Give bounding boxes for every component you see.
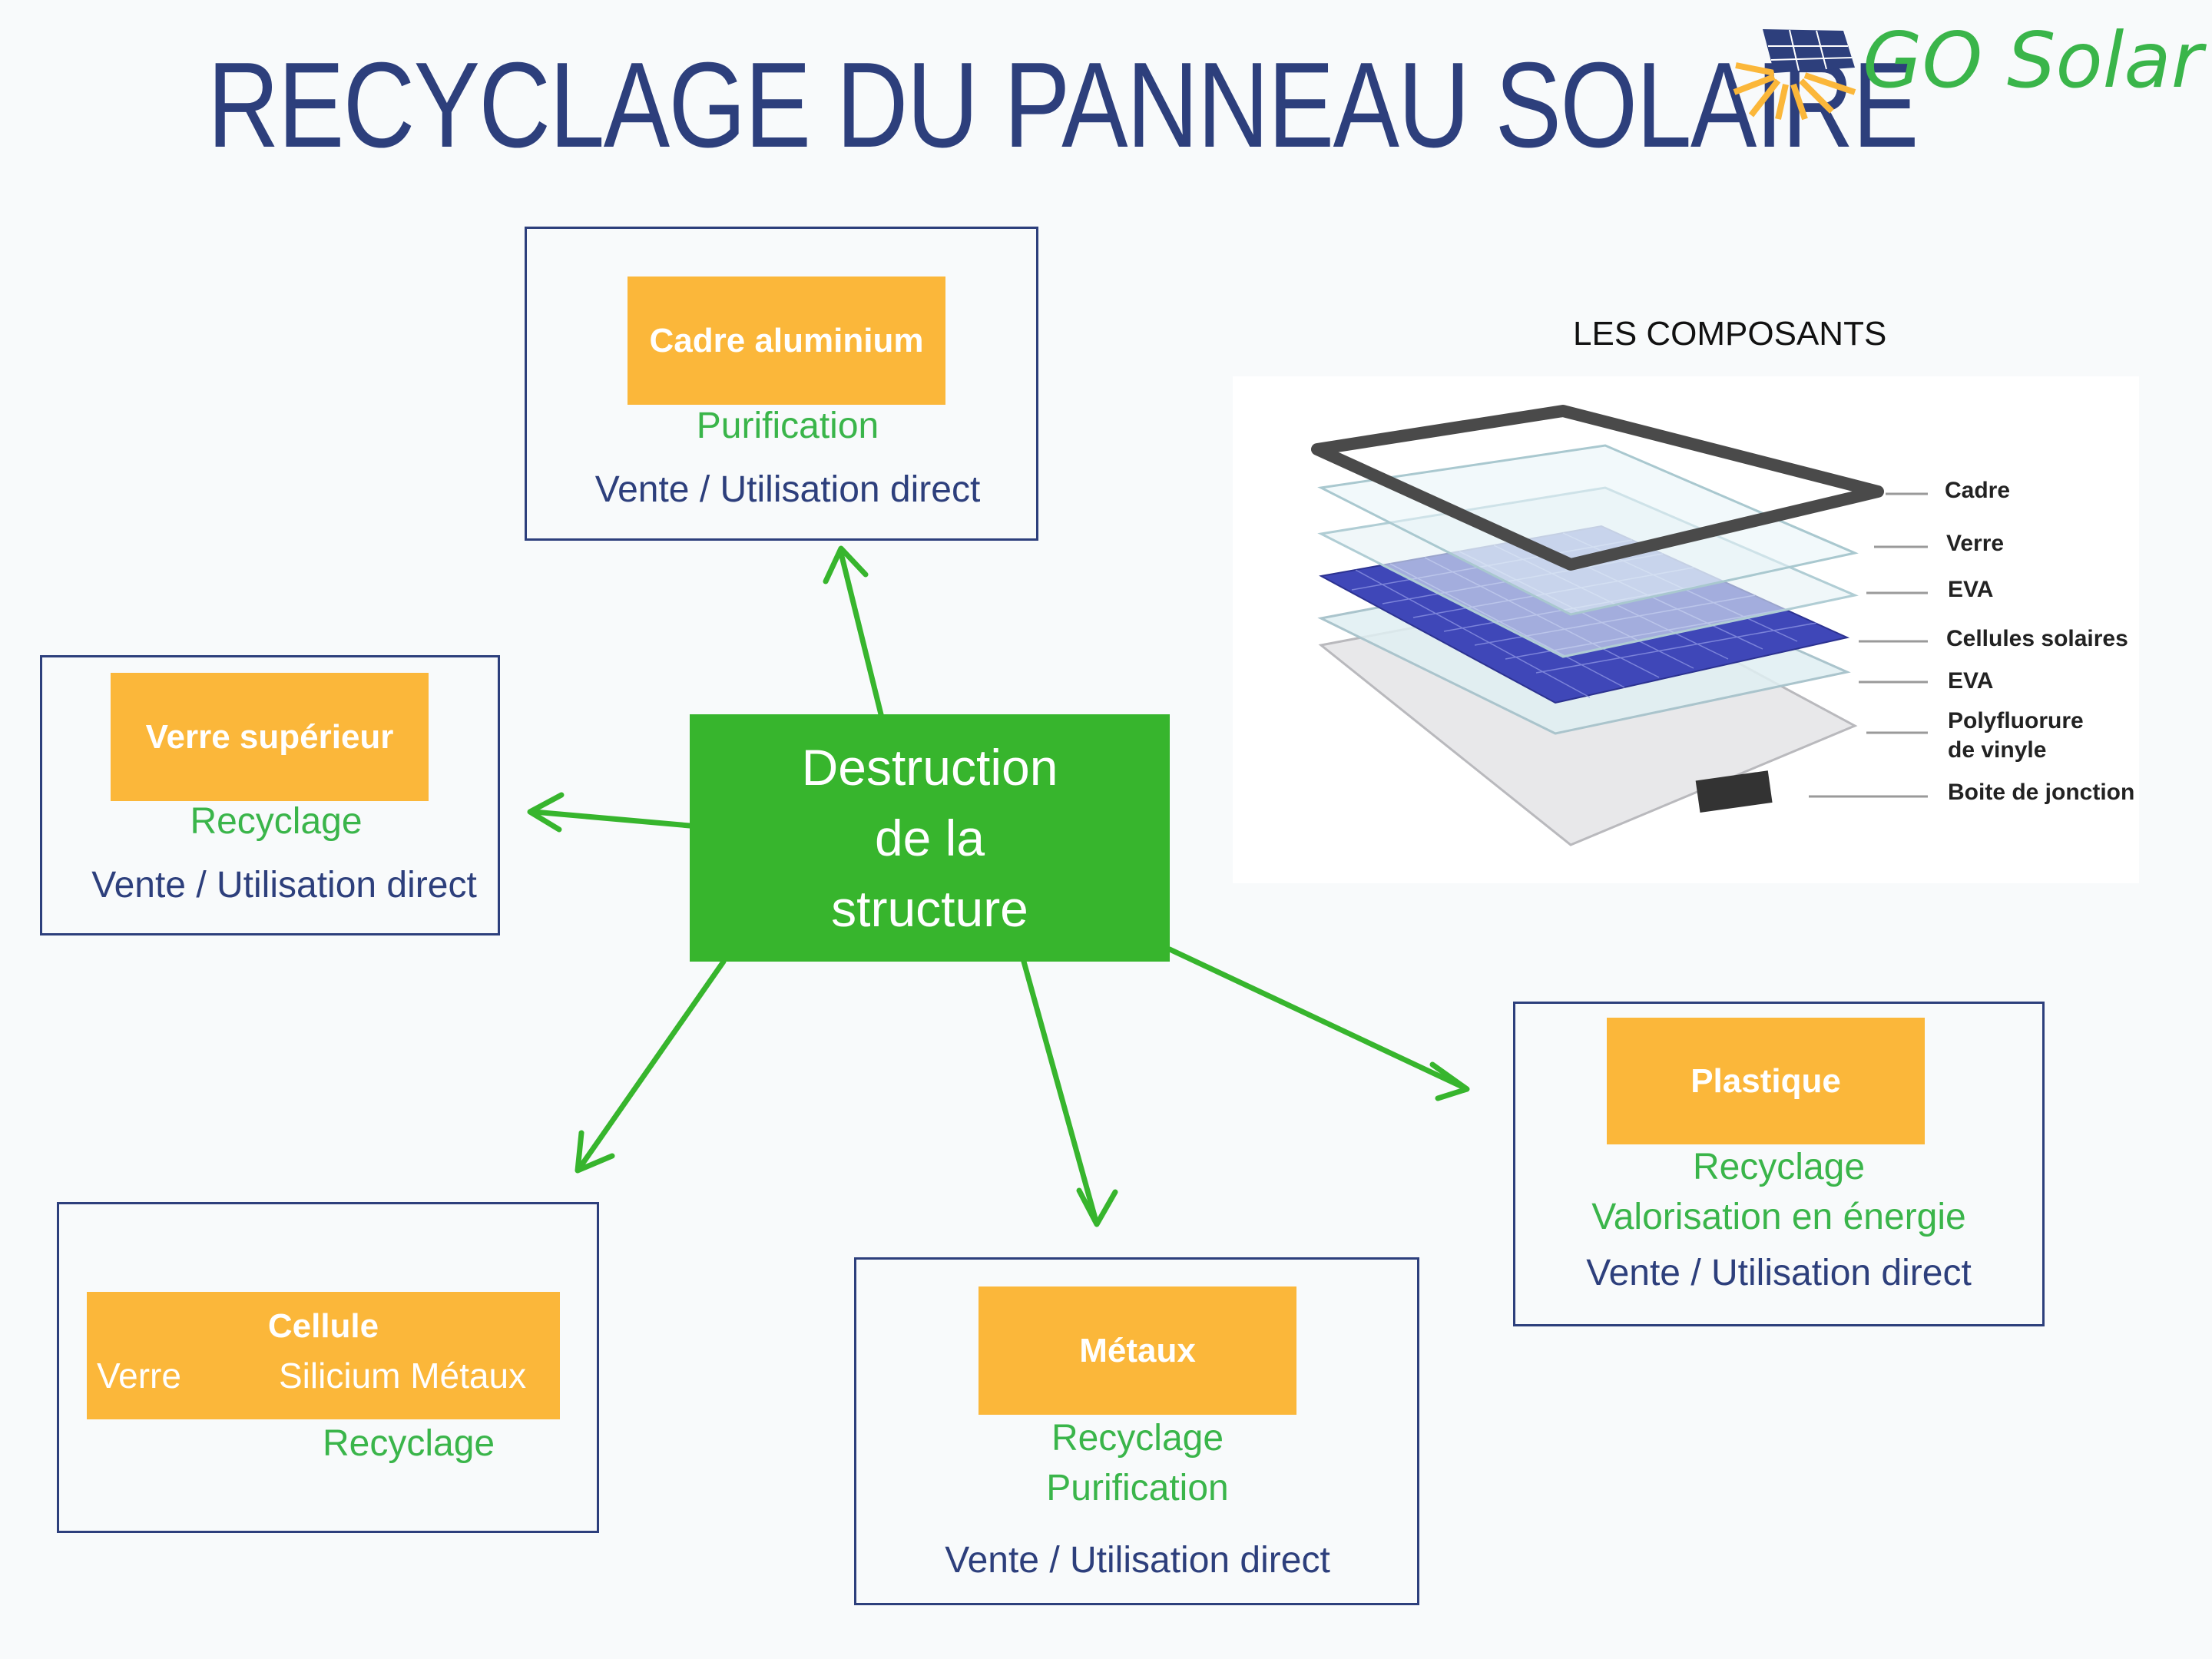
center-line-1: Destruction xyxy=(801,739,1058,796)
process-cellule: Recyclage xyxy=(323,1423,495,1464)
component-verre: Verre xyxy=(1946,531,2005,556)
center-line-3: structure xyxy=(831,880,1028,937)
component-cadre: Cadre xyxy=(1945,478,2011,503)
node-box-cadre xyxy=(525,227,1038,541)
outcome-plastique: Vente / Utilisation direct xyxy=(1586,1253,1972,1293)
label-cellule: Cellule Verre Silicium Métaux xyxy=(87,1292,560,1419)
process-verre: Recyclage xyxy=(190,801,363,842)
arrow-to-plastique xyxy=(1167,946,1467,1091)
node-box-cellule xyxy=(57,1202,599,1533)
process-plastique-2: Valorisation en énergie xyxy=(1591,1197,1966,1237)
component-eva-2: EVA xyxy=(1948,668,1994,694)
process-metaux-2: Purification xyxy=(1046,1468,1229,1508)
node-box-metaux xyxy=(854,1257,1419,1605)
solar-panel-exploded-diagram xyxy=(1233,376,2139,883)
outcome-cadre: Vente / Utilisation direct xyxy=(594,469,981,510)
arrow-to-cadre xyxy=(838,550,884,717)
process-cadre: Purification xyxy=(696,406,879,446)
node-box-plastique xyxy=(1513,1002,2045,1326)
arrow-to-verre xyxy=(531,809,693,829)
label-cellule-sub-right: Silicium Métaux xyxy=(279,1356,527,1396)
component-de-vinyle: de vinyle xyxy=(1948,737,2047,763)
center-line-2: de la xyxy=(874,810,985,866)
outcome-metaux: Vente / Utilisation direct xyxy=(945,1540,1330,1581)
page-title: RECYCLAGE DU PANNEAU SOLAIRE xyxy=(207,38,1919,173)
label-plastique: Plastique xyxy=(1607,1018,1925,1144)
outcome-verre: Vente / Utilisation direct xyxy=(91,865,477,906)
label-verre-superieur: Verre supérieur xyxy=(111,673,429,801)
logo-text: GO Solar xyxy=(1863,15,2203,105)
process-metaux-1: Recyclage xyxy=(1051,1418,1224,1459)
label-cellule-sub-left: Verre xyxy=(97,1356,181,1396)
solar-panel-sun-icon xyxy=(1733,29,1856,121)
component-eva-1: EVA xyxy=(1948,577,1994,602)
component-polyfluorure: Polyfluorure xyxy=(1948,708,2084,733)
component-cellules: Cellules solaires xyxy=(1946,626,2128,651)
component-boite-jonction: Boite de jonction xyxy=(1948,780,2135,805)
arrow-to-metaux xyxy=(1021,959,1099,1224)
label-metaux: Métaux xyxy=(979,1286,1296,1415)
process-plastique-1: Recyclage xyxy=(1692,1147,1866,1187)
label-cellule-title: Cellule xyxy=(267,1307,379,1345)
components-title: LES COMPOSANTS xyxy=(1573,315,1887,353)
go-solar-logo: GO Solar xyxy=(1728,8,2204,123)
arrow-to-cellule xyxy=(577,959,727,1171)
label-cadre-aluminium: Cadre aluminium xyxy=(628,276,945,405)
center-node-destruction: Destruction de la structure xyxy=(690,714,1170,962)
node-box-verre xyxy=(40,655,500,935)
